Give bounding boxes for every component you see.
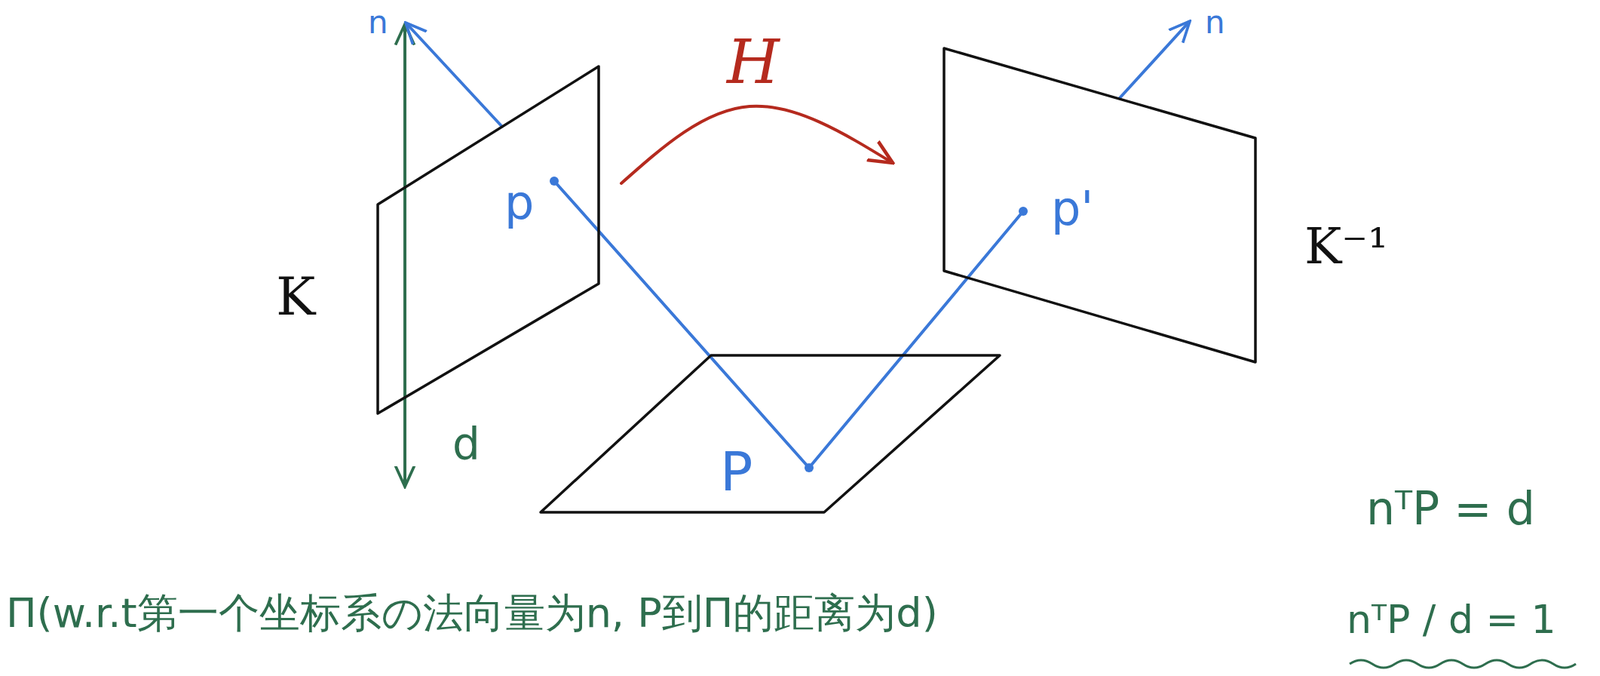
plane-equation: nᵀP = d — [1366, 482, 1536, 535]
normal-label: n — [1204, 4, 1226, 41]
normalized-plane-equation: nᵀP / d = 1 — [1346, 597, 1557, 643]
normal-vector — [405, 22, 503, 128]
scene-plane: P — [540, 355, 1000, 512]
camera-intrinsic-inverse: K⁻¹ — [1304, 221, 1389, 272]
plane-outline — [540, 355, 1000, 512]
point-dot — [1018, 206, 1028, 216]
point-dot — [804, 462, 814, 473]
world-point: P — [720, 444, 753, 499]
normal-label: n — [367, 4, 389, 41]
normal-vector — [1118, 21, 1190, 99]
homography-label: H — [726, 32, 780, 93]
homography-arrow — [621, 106, 893, 184]
plane-outline — [377, 66, 599, 414]
image-plane: Kp — [377, 66, 599, 414]
plane-outline — [540, 355, 1000, 512]
distance-label: d — [452, 419, 481, 470]
distance-arrow — [403, 24, 407, 487]
projection-ray — [554, 180, 810, 468]
plane-note: Π(w.r.t第一个坐标系の法向量为n, P到Π的距离为d) — [6, 589, 938, 637]
plane-outline — [944, 48, 1256, 362]
image-point: p' — [1051, 185, 1094, 233]
plane-outline — [377, 66, 599, 414]
plane-outline — [944, 48, 1256, 362]
image-point: p — [504, 179, 534, 227]
image-plane: K⁻¹p' — [944, 48, 1256, 362]
wavy-underline — [1349, 659, 1576, 668]
camera-intrinsic: K — [275, 269, 316, 323]
point-dot — [549, 176, 559, 186]
